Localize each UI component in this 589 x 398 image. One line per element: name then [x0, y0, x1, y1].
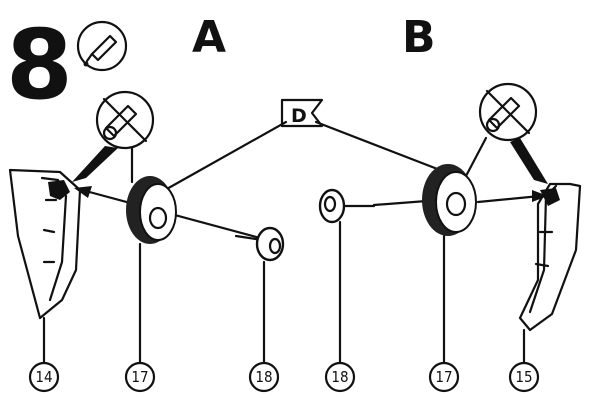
svg-text:8: 8 — [6, 9, 73, 121]
part-15-housing — [518, 182, 582, 332]
part-17-ring-right — [422, 164, 477, 236]
no-glue-icon-right — [464, 82, 548, 184]
no-glue-icon-left — [72, 90, 155, 184]
part-callout-17-right: 17 — [428, 361, 460, 393]
leader-line-left — [163, 120, 288, 192]
part-callout-15: 15 — [508, 361, 540, 393]
part-17-ring-left — [126, 176, 177, 244]
paint-code: D — [291, 105, 307, 127]
part-callout-18-right: 18 — [324, 361, 356, 393]
leader-line-right — [314, 120, 442, 172]
svg-text:17: 17 — [131, 368, 148, 386]
svg-text:14: 14 — [35, 368, 52, 386]
part-18-pin-right — [318, 188, 376, 224]
part-callout-17-left: 17 — [124, 361, 156, 393]
svg-text:17: 17 — [435, 368, 452, 386]
part-callout-14: 14 — [28, 361, 60, 393]
svg-text:15: 15 — [515, 368, 532, 386]
paint-flag-icon: D — [280, 98, 324, 128]
panel-label-a: A — [192, 12, 226, 63]
svg-text:18: 18 — [255, 368, 272, 386]
step-number: 8 — [6, 9, 73, 121]
part-14-housing — [8, 168, 82, 320]
arrow-right — [476, 194, 542, 204]
part-callout-18-left: 18 — [248, 361, 280, 393]
part-18-pin-left — [234, 226, 285, 262]
panel-label-b: B — [402, 12, 436, 63]
svg-text:18: 18 — [331, 368, 348, 386]
glue-bottle-icon — [76, 20, 128, 72]
